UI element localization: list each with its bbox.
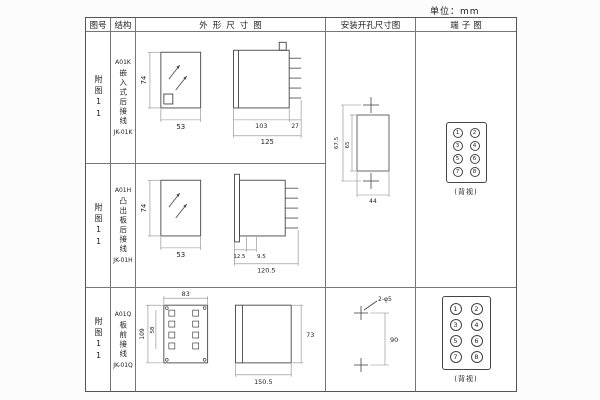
header-terminal: 端子图 — [416, 18, 516, 32]
fig-number-cell-3: 附图11 — [86, 288, 111, 391]
structure-text-3: 板前接线 — [118, 320, 128, 359]
terminal-8: 8 — [469, 167, 480, 177]
terminal-2: 2 — [469, 128, 480, 138]
dim-front-width: 83 — [182, 290, 190, 298]
mounting-cell-kh: 67.5 65 44 — [326, 32, 416, 288]
fig-number-cell-1: 附图11 — [86, 32, 111, 164]
terminal-block-q: 1 2 3 4 5 6 7 8 — [441, 295, 491, 370]
header-structure: 结构 — [111, 18, 136, 32]
terminal-7: 7 — [452, 167, 463, 177]
header-outline-label: 外形尺寸图 — [199, 20, 267, 31]
dim-hole-spacing-q: 90 — [390, 336, 398, 344]
structure-cell-3: A01Q 板前接线 JK-01Q — [111, 288, 136, 391]
model-code-1: JK-01K — [113, 129, 133, 136]
outline-drawing-jk01q: 83 109 58 73 150.5 — [139, 290, 314, 386]
fig-number-label-1: 附图11 — [94, 74, 103, 121]
dim-front-height: 74 — [140, 75, 148, 84]
header-fig-no: 图号 — [86, 18, 111, 32]
header-fig-no-label: 图号 — [89, 20, 107, 31]
terminal-5: 5 — [449, 334, 462, 347]
header-structure-label: 结构 — [114, 20, 132, 31]
dim-flange: 12.5 — [233, 253, 245, 259]
header-mounting: 安装开孔尺寸图 — [326, 18, 416, 32]
outline-drawing-jk01h: 74 53 12.5 9.5 120.5 — [140, 173, 299, 274]
terminal-5: 5 — [452, 154, 463, 164]
dim-side-height: 73 — [306, 331, 314, 339]
terminal-1: 1 — [449, 302, 462, 315]
terminal-block-kh: 1 2 3 4 5 6 7 8 — [445, 122, 487, 183]
mounting-drawing-q: 2-φ5 90 — [353, 296, 398, 372]
model-label-1: A01K — [115, 59, 131, 66]
outline-cell-2: 74 53 12.5 9.5 120.5 — [136, 164, 326, 288]
structure-text-1: 嵌入式后接线 — [118, 69, 128, 126]
mounting-drawing-kh: 67.5 65 44 — [334, 96, 389, 205]
terminal-8: 8 — [470, 350, 483, 363]
structure-cell-2: A01H 凸出板后接线 JK-01H — [111, 164, 136, 288]
header-outline: 外形尺寸图 — [136, 18, 326, 32]
terminal-view-label-q: (背视) — [454, 374, 478, 383]
fig-number-label-3: 附图11 — [94, 316, 103, 363]
mounting-cell-q: 2-φ5 90 — [326, 288, 416, 391]
dim-front-width: 53 — [176, 122, 185, 130]
dim-hole-spacing: 67.5 — [334, 136, 340, 149]
dim-holes-label: 2-φ5 — [378, 296, 392, 303]
terminal-view-label-kh: (背视) — [454, 188, 478, 196]
terminal-6: 6 — [470, 334, 483, 347]
model-label-3: A01Q — [114, 310, 132, 318]
terminal-4: 4 — [469, 141, 480, 151]
terminal-cell-kh: 1 2 3 4 5 6 7 8 (背视) — [416, 32, 516, 288]
fig-number-cell-2: 附图11 — [86, 164, 111, 288]
dim-offset: 9.5 — [257, 253, 266, 259]
dim-total-depth: 150.5 — [254, 378, 272, 386]
terminal-3: 3 — [449, 318, 462, 331]
terminal-3: 3 — [452, 141, 463, 151]
dim-front-height: 74 — [140, 203, 148, 212]
dim-cutout-width: 44 — [369, 198, 377, 205]
outline-drawing-jk01k: 74 53 103 27 125 — [140, 41, 302, 145]
fig-number-label-2: 附图11 — [94, 202, 103, 249]
dim-inner-height: 58 — [150, 326, 156, 333]
dimension-table: 图号 结构 外形尺寸图 安装开孔尺寸图 端子图 附图11 A01K 嵌入式后接线… — [85, 17, 517, 392]
dim-front-height: 109 — [139, 328, 146, 340]
outline-cell-3: 83 109 58 73 150.5 — [136, 288, 326, 391]
model-code-3: JK-01Q — [113, 361, 133, 369]
dim-body-depth: 103 — [255, 121, 267, 129]
terminal-2: 2 — [470, 302, 483, 315]
model-label-2: A01H — [114, 187, 132, 194]
unit-label: 单位：mm — [430, 7, 480, 17]
terminal-1: 1 — [452, 128, 463, 138]
structure-text-2: 凸出板后接线 — [118, 197, 128, 254]
terminal-6: 6 — [469, 154, 480, 164]
dim-total-depth: 125 — [261, 137, 274, 145]
dim-total-depth: 120.5 — [257, 266, 275, 274]
terminal-4: 4 — [470, 318, 483, 331]
terminal-cell-q: 1 2 3 4 5 6 7 8 (背视) — [416, 288, 516, 391]
header-terminal-label: 端子图 — [450, 20, 485, 31]
model-code-2: JK-01H — [113, 257, 133, 264]
dim-pin-depth: 27 — [291, 122, 299, 129]
dim-cutout-height: 65 — [345, 141, 351, 148]
header-mounting-label: 安装开孔尺寸图 — [340, 20, 401, 31]
structure-cell-1: A01K 嵌入式后接线 JK-01K — [111, 32, 136, 164]
terminal-7: 7 — [449, 350, 462, 363]
outline-cell-1: 74 53 103 27 125 — [136, 32, 326, 164]
dim-front-width: 53 — [176, 250, 185, 258]
